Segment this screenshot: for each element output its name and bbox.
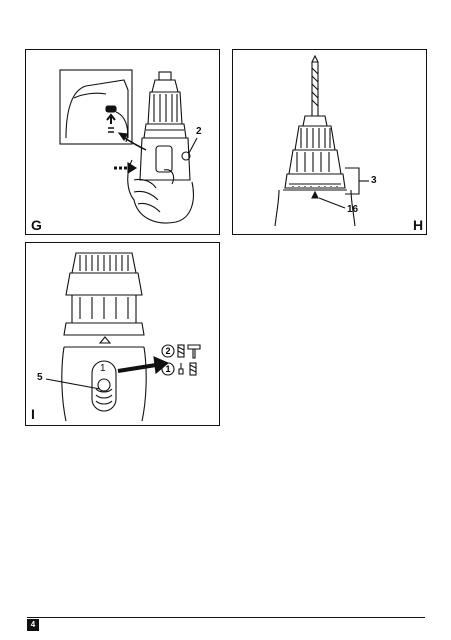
figure-i-illustration: 2 1 — [45, 252, 201, 422]
icon-row-number-1: 1 — [165, 364, 170, 374]
figure-g-illustration — [59, 69, 198, 224]
callout-2: 2 — [196, 126, 202, 137]
figure-i: 2 1 5 1 I — [25, 242, 220, 426]
figure-label-i: I — [31, 406, 35, 422]
gear-position-label: 1 — [100, 363, 106, 374]
figure-g: 2 G — [25, 49, 220, 235]
callout-3: 3 — [371, 175, 377, 186]
page-number: 4 — [27, 619, 39, 631]
inset-detail-box — [59, 69, 133, 145]
figure-h-illustration — [274, 54, 369, 227]
callout-16: 16 — [347, 204, 359, 215]
figure-label-h: H — [413, 217, 424, 233]
icon-row-number-2: 2 — [165, 346, 170, 356]
footer-rule — [27, 617, 425, 618]
figure-label-g: G — [31, 217, 42, 233]
figure-h: 3 16 H — [232, 49, 427, 235]
callout-5: 5 — [37, 372, 43, 383]
